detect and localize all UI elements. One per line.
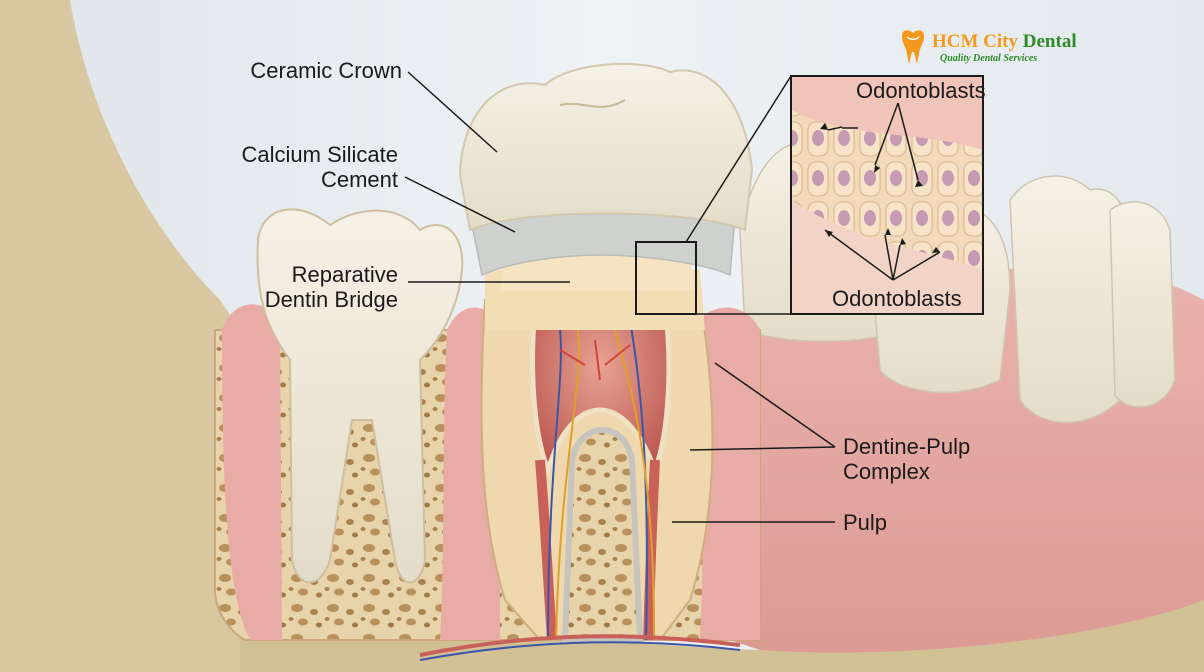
logo-tagline: Quality Dental Services xyxy=(940,53,1038,64)
logo-name-part2: Dental xyxy=(1022,31,1077,52)
label-pulp: Pulp xyxy=(843,510,888,535)
label-reparative-dentin-bridge: Reparative Dentin Bridge xyxy=(240,262,398,312)
label-dentine-pulp-line1: Dentine-Pulp xyxy=(843,434,971,459)
label-dentine-pulp-line2: Complex xyxy=(843,459,930,484)
label-odontoblasts-bottom: Odontoblasts xyxy=(832,286,962,311)
label-dentine-pulp-complex: Dentine-Pulp Complex xyxy=(843,434,970,484)
label-odontoblasts-top: Odontoblasts xyxy=(856,78,986,103)
logo-name-part1: HCM City xyxy=(932,31,1019,52)
label-reparative-line1: Reparative xyxy=(291,262,398,287)
label-ceramic-crown: Ceramic Crown xyxy=(250,58,402,83)
tooth-logo-icon xyxy=(902,30,924,64)
label-reparative-line2: Dentin Bridge xyxy=(264,287,398,312)
logo-name: HCM City Dental xyxy=(932,31,1077,53)
label-calcium-silicate-cement: Calcium Silicate Cement xyxy=(225,142,399,192)
label-calcium-silicate-line1: Calcium Silicate xyxy=(241,142,399,167)
label-calcium-silicate-line2: Cement xyxy=(320,167,398,192)
